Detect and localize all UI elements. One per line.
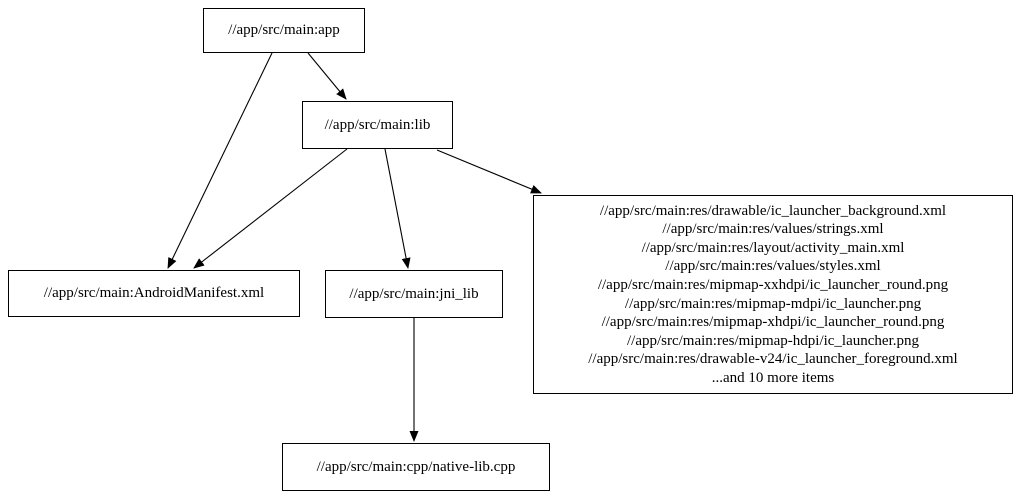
resource-line: //app/src/main:res/drawable-v24/ic_launc… — [588, 351, 958, 368]
node-native-lib-label: //app/src/main:cpp/native-lib.cpp — [316, 458, 516, 475]
node-app-label: //app/src/main:app — [228, 22, 340, 38]
resource-line: //app/src/main:res/mipmap-hdpi/ic_launch… — [626, 332, 919, 349]
resource-line: //app/src/main:res/mipmap-xxhdpi/ic_laun… — [597, 276, 949, 293]
resource-line: //app/src/main:res/mipmap-xhdpi/ic_launc… — [601, 314, 945, 331]
resource-line: //app/src/main:res/drawable/ic_launcher_… — [599, 202, 947, 219]
node-app: //app/src/main:app — [203, 8, 365, 53]
resource-line: //app/src/main:res/values/styles.xml — [665, 258, 881, 275]
resource-line: //app/src/main:res/layout/activity_main.… — [641, 239, 905, 256]
node-jni-lib-label: //app/src/main:jni_lib — [349, 285, 479, 302]
node-resources-group: //app/src/main:res/drawable/ic_launcher_… — [533, 195, 1013, 394]
resource-line: //app/src/main:res/mipmap-mdpi/ic_launch… — [624, 295, 922, 312]
edge-lib-to-resources — [436, 149, 542, 194]
edge-app-to-lib — [307, 52, 347, 100]
resource-line-more-items: ...and 10 more items — [711, 369, 835, 386]
node-lib: //app/src/main:lib — [302, 101, 453, 149]
node-native-lib: //app/src/main:cpp/native-lib.cpp — [282, 443, 550, 491]
resource-line: //app/src/main:res/values/strings.xml — [662, 221, 884, 238]
edge-lib-to-jni-lib — [384, 148, 411, 269]
node-lib-label: //app/src/main:lib — [324, 116, 431, 133]
edge-app-to-android-manifest — [167, 52, 273, 269]
node-android-manifest-label: //app/src/main:AndroidManifest.xml — [43, 285, 265, 301]
node-jni-lib: //app/src/main:jni_lib — [325, 270, 503, 318]
node-android-manifest: //app/src/main:AndroidManifest.xml — [8, 270, 300, 317]
edge-lib-to-android-manifest — [193, 148, 348, 269]
